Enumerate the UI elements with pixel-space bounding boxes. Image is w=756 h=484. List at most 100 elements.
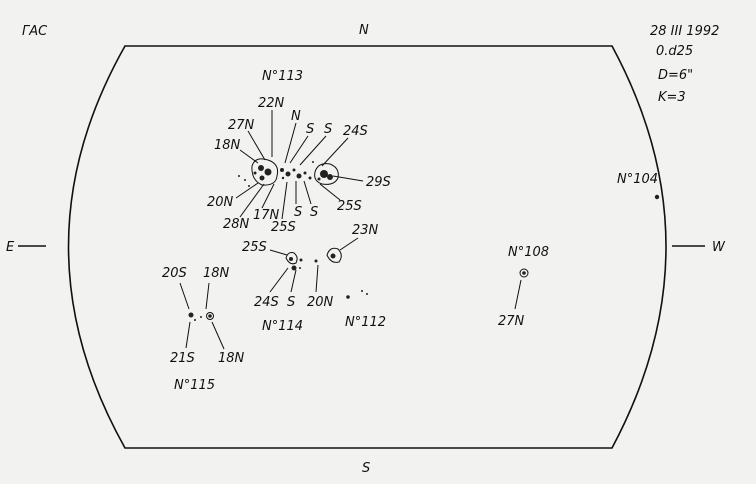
spot [303,171,307,175]
spot [259,175,265,181]
spot [253,171,257,175]
spot [258,165,264,171]
label-25S-b: 25S [271,220,296,235]
group-112-spots [346,290,368,299]
leader [281,181,288,220]
spot [289,257,293,261]
leader [269,267,289,293]
spot [654,194,660,200]
spot [188,312,194,318]
spot [317,177,321,181]
label-24S: 24S [254,295,279,310]
spot [299,267,301,269]
label-S-4: S [310,205,318,220]
label-N: N [291,109,301,124]
group-115-label: N°115 [174,378,215,393]
leader [303,180,312,205]
spot [296,173,302,179]
label-25S-c: 25S [242,240,267,255]
group-115-spots [188,312,214,321]
leader [211,321,225,350]
label-25S-a: 25S [337,199,362,214]
leader [247,130,266,161]
penumbra [251,158,279,186]
group-115-leaders [179,282,225,350]
label-20N: 20N [207,195,234,210]
spot [320,170,328,178]
spot [312,161,314,163]
label-28N: 28N [223,217,250,232]
leader [179,282,190,310]
spot [285,171,291,177]
penumbra [206,312,214,320]
label-23N: 23N [352,223,379,238]
spot [200,316,202,318]
north-label: N [359,23,369,38]
spot [244,179,246,181]
label-24S: 24S [343,124,368,139]
spot [264,168,272,176]
label-S-3: S [294,205,302,220]
label-18N-b: 18N [203,266,230,281]
leader [185,321,191,349]
penumbra [314,163,339,185]
spot [292,168,296,172]
spot [308,176,312,180]
leader [514,279,522,310]
spot [366,293,368,295]
label-20S: 20S [162,266,187,281]
diameter-label: D=6" [658,68,693,83]
leader [235,182,259,199]
group-113-leaders [235,110,364,220]
leader [315,264,319,293]
label-27N-b: 27N [498,314,525,329]
south-label: S [362,461,370,476]
label-27N: 27N [228,118,255,133]
spot [361,290,363,292]
spot [208,314,212,318]
label-20N-b: 20N [307,295,334,310]
observatory-label: ГАС [22,24,48,39]
label-17N: 17N [253,208,280,223]
label-29S: 29S [366,175,391,190]
leader [239,183,265,218]
leader [261,183,275,209]
group-114-label: N°114 [262,319,303,334]
label-21S: 21S [170,351,195,366]
spot [194,319,196,321]
penumbra [519,268,529,278]
date-label: 28 III 1992 [650,24,719,39]
penumbra [285,252,298,265]
spot [327,174,333,180]
group-114-leaders [269,237,359,293]
spot [280,168,284,172]
group-113-label: N°113 [262,69,303,84]
penumbra [326,247,342,263]
group-113-labels: 22N 27N N S S 24S 18N 29S 20N 25S 28N 17… [207,96,391,235]
leader [290,269,297,293]
label-S-5: S [287,295,295,310]
west-label: W [712,240,726,255]
k-label: K=3 [658,90,686,105]
spot [248,185,250,187]
group-112-label: N°112 [345,315,386,330]
group-104-label: N°104 [617,172,658,187]
east-label: E [6,240,15,255]
leader [319,183,341,201]
leader [284,122,297,164]
group-114-spots [285,247,342,271]
leader [289,135,309,164]
spot [299,258,303,262]
group-108-label: N°108 [508,245,549,260]
spot [330,253,336,259]
disk-outline [67,45,667,449]
spot [281,176,285,180]
time-label: 0.d25 [656,44,693,59]
spot [314,259,318,263]
leader [299,135,327,166]
leader [269,249,288,256]
label-18N-c: 18N [218,351,245,366]
spot [238,175,240,177]
spot [291,265,297,271]
